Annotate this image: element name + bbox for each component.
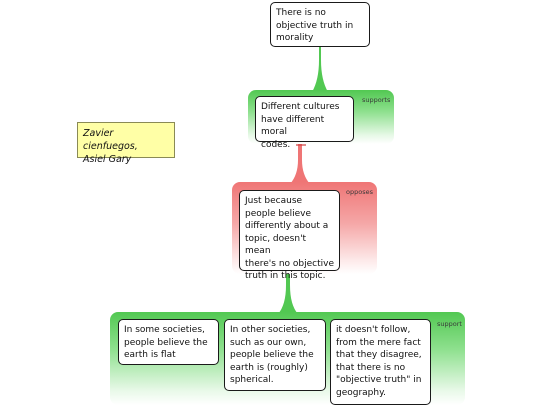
supports-label: supports [362, 96, 391, 104]
support-item-node[interactable]: In some societies, people believe the ea… [118, 319, 219, 365]
claim-node[interactable]: There is no objective truth in morality [270, 2, 370, 47]
opposes-label: opposes [346, 188, 373, 196]
connector-objection-support [278, 270, 298, 314]
support-label: support [437, 320, 462, 328]
author-note[interactable]: Zavier cienfuegos, Asiel Gary [77, 122, 175, 165]
objection-node[interactable]: Just because people believe differently … [239, 190, 340, 281]
connector-claim-reason [312, 45, 328, 92]
support-item-node[interactable]: In other societies, such as our own, peo… [224, 319, 326, 391]
connector-reason-objection [290, 142, 310, 184]
support-item-node[interactable]: it doesn't follow, from the mere fact th… [330, 319, 431, 405]
reason-node[interactable]: Different cultures have different moral … [255, 96, 354, 150]
